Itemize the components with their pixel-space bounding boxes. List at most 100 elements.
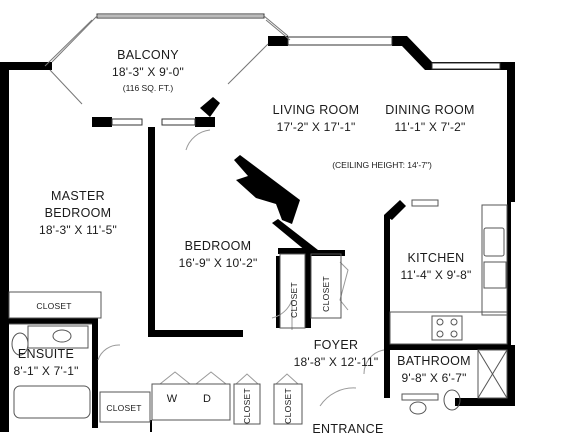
wall-closet-left (276, 256, 280, 328)
wall-west (0, 62, 9, 432)
master-bedroom-dim: 18'-3" X 11'-5" (39, 223, 117, 237)
stove-burner-3 (436, 330, 444, 338)
master-bedroom-label-2: BEDROOM (44, 206, 112, 220)
balcony-outline (51, 15, 289, 63)
closet-hall-2-box (273, 383, 303, 425)
ceiling-height-note: (CEILING HEIGHT: 14'-7") (332, 160, 432, 170)
foyer-label: FOYER (313, 338, 359, 352)
bathroom-label: BATHROOM (397, 354, 471, 368)
door-closet-v1 (271, 299, 293, 330)
master-bedroom-label-1: MASTER (51, 189, 105, 203)
bedroom-label: BEDROOM (184, 239, 252, 253)
living-room-label: LIVING ROOM (272, 103, 360, 117)
door-entrance-arc (319, 387, 357, 407)
stove-burner-1 (436, 318, 444, 326)
ensuite-toilet (11, 332, 29, 356)
closet-bedroom-label: CLOSET (289, 282, 299, 318)
kitchen-sink (483, 227, 505, 257)
kitchen-counter-right (481, 204, 508, 316)
wall-bedroom-bottom (148, 330, 243, 337)
wall-foyer-top (305, 250, 345, 256)
closet-ensuite-box (99, 391, 151, 423)
ensuite-dim: 8'-1" X 7'-1" (13, 364, 79, 378)
wall-living-corner (392, 36, 432, 70)
wall-master-bottom (0, 318, 98, 324)
wall-fireplace (234, 155, 300, 224)
laundry-box (151, 383, 231, 421)
wall-bath-bottom (455, 398, 515, 406)
wall-closet-block (278, 248, 310, 254)
kitchen-dim: 11'-4" X 9'-8" (400, 268, 472, 282)
balcony-dim: 18'-3" X 9'-0" (112, 65, 184, 79)
closet-master-label: CLOSET (36, 301, 72, 311)
door-closet-h1 (235, 373, 259, 385)
door-closet-h2 (275, 373, 299, 385)
bath-toilet (443, 389, 461, 411)
wall-balcony-living-left (92, 117, 112, 127)
closet-ensuite-label: CLOSET (106, 403, 142, 413)
door-laundry-1 (159, 371, 191, 385)
wall-bedroom-diagonal (272, 219, 318, 256)
wall-master-top (0, 62, 52, 70)
kitchen-counter-bottom (389, 311, 508, 345)
door-bedroom-arc (185, 129, 211, 151)
bath-vanity (401, 393, 439, 401)
bathroom-dim: 9'-8" X 6'-7" (401, 371, 467, 385)
ensuite-sink (52, 329, 72, 343)
bath-shower-x2 (477, 349, 508, 399)
wall-bath-top (384, 344, 510, 350)
balcony-area: (116 SQ. FT.) (122, 83, 174, 93)
entrance-label: ENTRANCE (312, 422, 384, 436)
door-foyer-closet (339, 261, 349, 311)
kitchen-fridge (483, 261, 507, 289)
closet-hall-2-label: CLOSET (283, 388, 293, 424)
closet-hall-1-box (233, 383, 261, 425)
wall-east-mid (507, 200, 511, 348)
wall-living-top-left (268, 36, 288, 46)
window-balcony-mid (161, 118, 196, 126)
closet-hall-1-label: CLOSET (242, 388, 252, 424)
wall-east-upper (507, 62, 515, 202)
dryer-label: D (203, 393, 211, 405)
closet-foyer-box (310, 253, 342, 319)
bath-sink (409, 401, 427, 415)
wall-closet-divider (305, 248, 311, 328)
bedroom-dim: 16'-9" X 10'-2" (178, 256, 258, 270)
door-laundry-2 (195, 371, 227, 385)
wall-pier-balcony (200, 97, 220, 117)
wall-laundry-left (150, 420, 152, 432)
kitchen-stove (431, 315, 463, 341)
balcony-door-left (49, 69, 83, 105)
kitchen-label: KITCHEN (407, 251, 465, 265)
balcony-door-right (227, 43, 269, 85)
washer-label: W (166, 393, 178, 405)
ensuite-label: ENSUITE (17, 347, 75, 361)
foyer-dim: 18'-8" X 12'-11" (293, 355, 379, 369)
window-dining-top (431, 62, 501, 70)
stove-burner-4 (450, 330, 458, 338)
ensuite-vanity (27, 325, 89, 349)
balcony-rail-left (44, 19, 93, 67)
ensuite-tub (13, 385, 91, 419)
wall-kitchen-corner (384, 200, 406, 220)
stove-burner-2 (450, 318, 458, 326)
wall-kitchen-west (384, 215, 390, 398)
window-balcony-left (111, 118, 143, 126)
window-living-top (287, 36, 393, 46)
wall-east-lower (507, 345, 515, 405)
balcony-rail-right (265, 19, 291, 41)
wall-balcony-living-right (195, 117, 215, 127)
door-ensuite-arc (97, 344, 121, 361)
kitchen-window-ledge (411, 199, 439, 207)
dining-room-dim: 11'-1" X 7'-2" (394, 120, 466, 134)
living-room-dim: 17'-2" X 17'-1" (276, 120, 356, 134)
door-bath-arc (363, 349, 385, 375)
closet-foyer-label: CLOSET (321, 276, 331, 312)
balcony-label: BALCONY (117, 48, 179, 62)
closet-bedroom-box (279, 253, 306, 329)
wall-ensuite-right (92, 318, 98, 428)
dining-room-label: DINING ROOM (385, 103, 475, 117)
closet-master-box (8, 291, 102, 319)
bath-shower (477, 349, 508, 399)
